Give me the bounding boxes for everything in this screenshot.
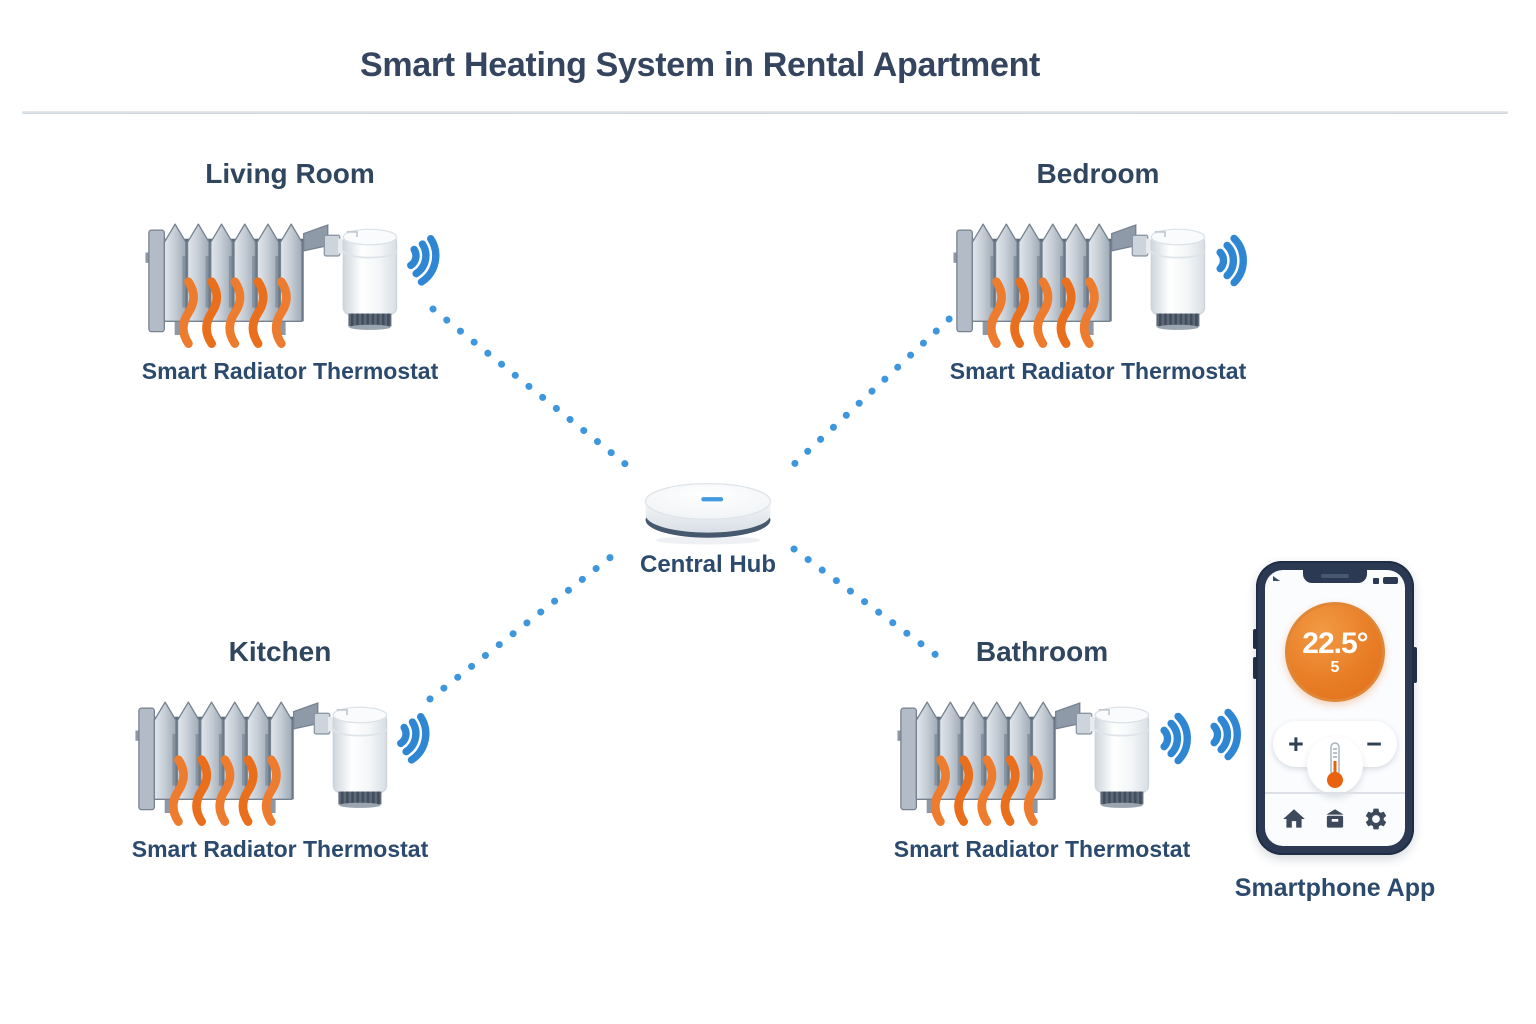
radiator-unit: [892, 678, 1192, 830]
phone-notch: [1303, 570, 1367, 583]
volume-button: [1253, 657, 1257, 679]
wifi-signal-icon: [1212, 226, 1258, 295]
wifi-signal-icon: [1156, 704, 1202, 773]
power-button: [1413, 647, 1417, 683]
room-bathroom: Bathroom Smart Radiator Thermostat: [892, 634, 1192, 863]
device-label: Smart Radiator Thermostat: [141, 358, 439, 384]
radiator-thermostat-illustration: [894, 678, 1152, 826]
home-icon[interactable]: [1281, 806, 1307, 832]
thermometer-icon: [1307, 736, 1363, 794]
smartphone: 22.5° 5 + −: [1253, 561, 1417, 855]
volume-button: [1253, 629, 1257, 649]
decrease-temp-button[interactable]: −: [1366, 728, 1382, 759]
phone-navbar: [1265, 800, 1405, 838]
central-hub: Central Hub: [628, 470, 788, 579]
room-kitchen: Kitchen Smart Radiator Thermostat: [130, 634, 430, 863]
radiator-thermostat-illustration: [142, 200, 400, 348]
radiator-unit: [140, 200, 440, 352]
room-label: Bathroom: [975, 636, 1109, 667]
radiator-thermostat-illustration: [132, 678, 390, 826]
title-divider: [22, 111, 1508, 114]
connection-line-bedroom: [787, 303, 966, 471]
wifi-signal-icon: [1206, 700, 1252, 769]
radiator-unit: [948, 200, 1248, 352]
navbar-divider: [1265, 792, 1405, 794]
room-label: Kitchen: [228, 636, 332, 667]
temperature-display: 22.5° 5: [1285, 602, 1385, 702]
page-title: Smart Heating System in Rental Apartment: [359, 46, 1041, 84]
connection-line-living-room: [429, 305, 633, 471]
device-label: Smart Radiator Thermostat: [949, 358, 1247, 384]
setpoint-value: 5: [1330, 658, 1340, 676]
phone-label: Smartphone App: [1234, 874, 1436, 902]
hub-label: Central Hub: [639, 551, 776, 578]
room-label: Living Room: [205, 158, 375, 189]
hub-led-light: [701, 497, 724, 502]
room-living-room: Living Room Smart Radiator Thermostat: [140, 156, 440, 385]
signal-icon: [1273, 576, 1280, 581]
radiator-thermostat-illustration: [950, 200, 1208, 348]
settings-icon[interactable]: [1363, 806, 1389, 832]
status-icon: [1373, 578, 1379, 584]
phone-screen: 22.5° 5 + −: [1265, 570, 1405, 846]
battery-icon: [1383, 577, 1398, 584]
increase-temp-button[interactable]: +: [1288, 728, 1304, 759]
room-bedroom: Bedroom Smart Radiator Thermostat: [948, 156, 1248, 385]
connection-line-bathroom: [790, 545, 952, 668]
device-label: Smart Radiator Thermostat: [131, 836, 429, 862]
rooms-icon[interactable]: [1322, 806, 1348, 832]
connection-line-kitchen: [426, 545, 625, 703]
radiator-unit: [130, 678, 430, 830]
speaker-slot: [1321, 574, 1349, 578]
room-label: Bedroom: [1036, 158, 1160, 189]
temperature-value: 22.5°: [1302, 626, 1368, 660]
device-label: Smart Radiator Thermostat: [893, 836, 1191, 862]
hub-device-illustration: [644, 483, 772, 545]
